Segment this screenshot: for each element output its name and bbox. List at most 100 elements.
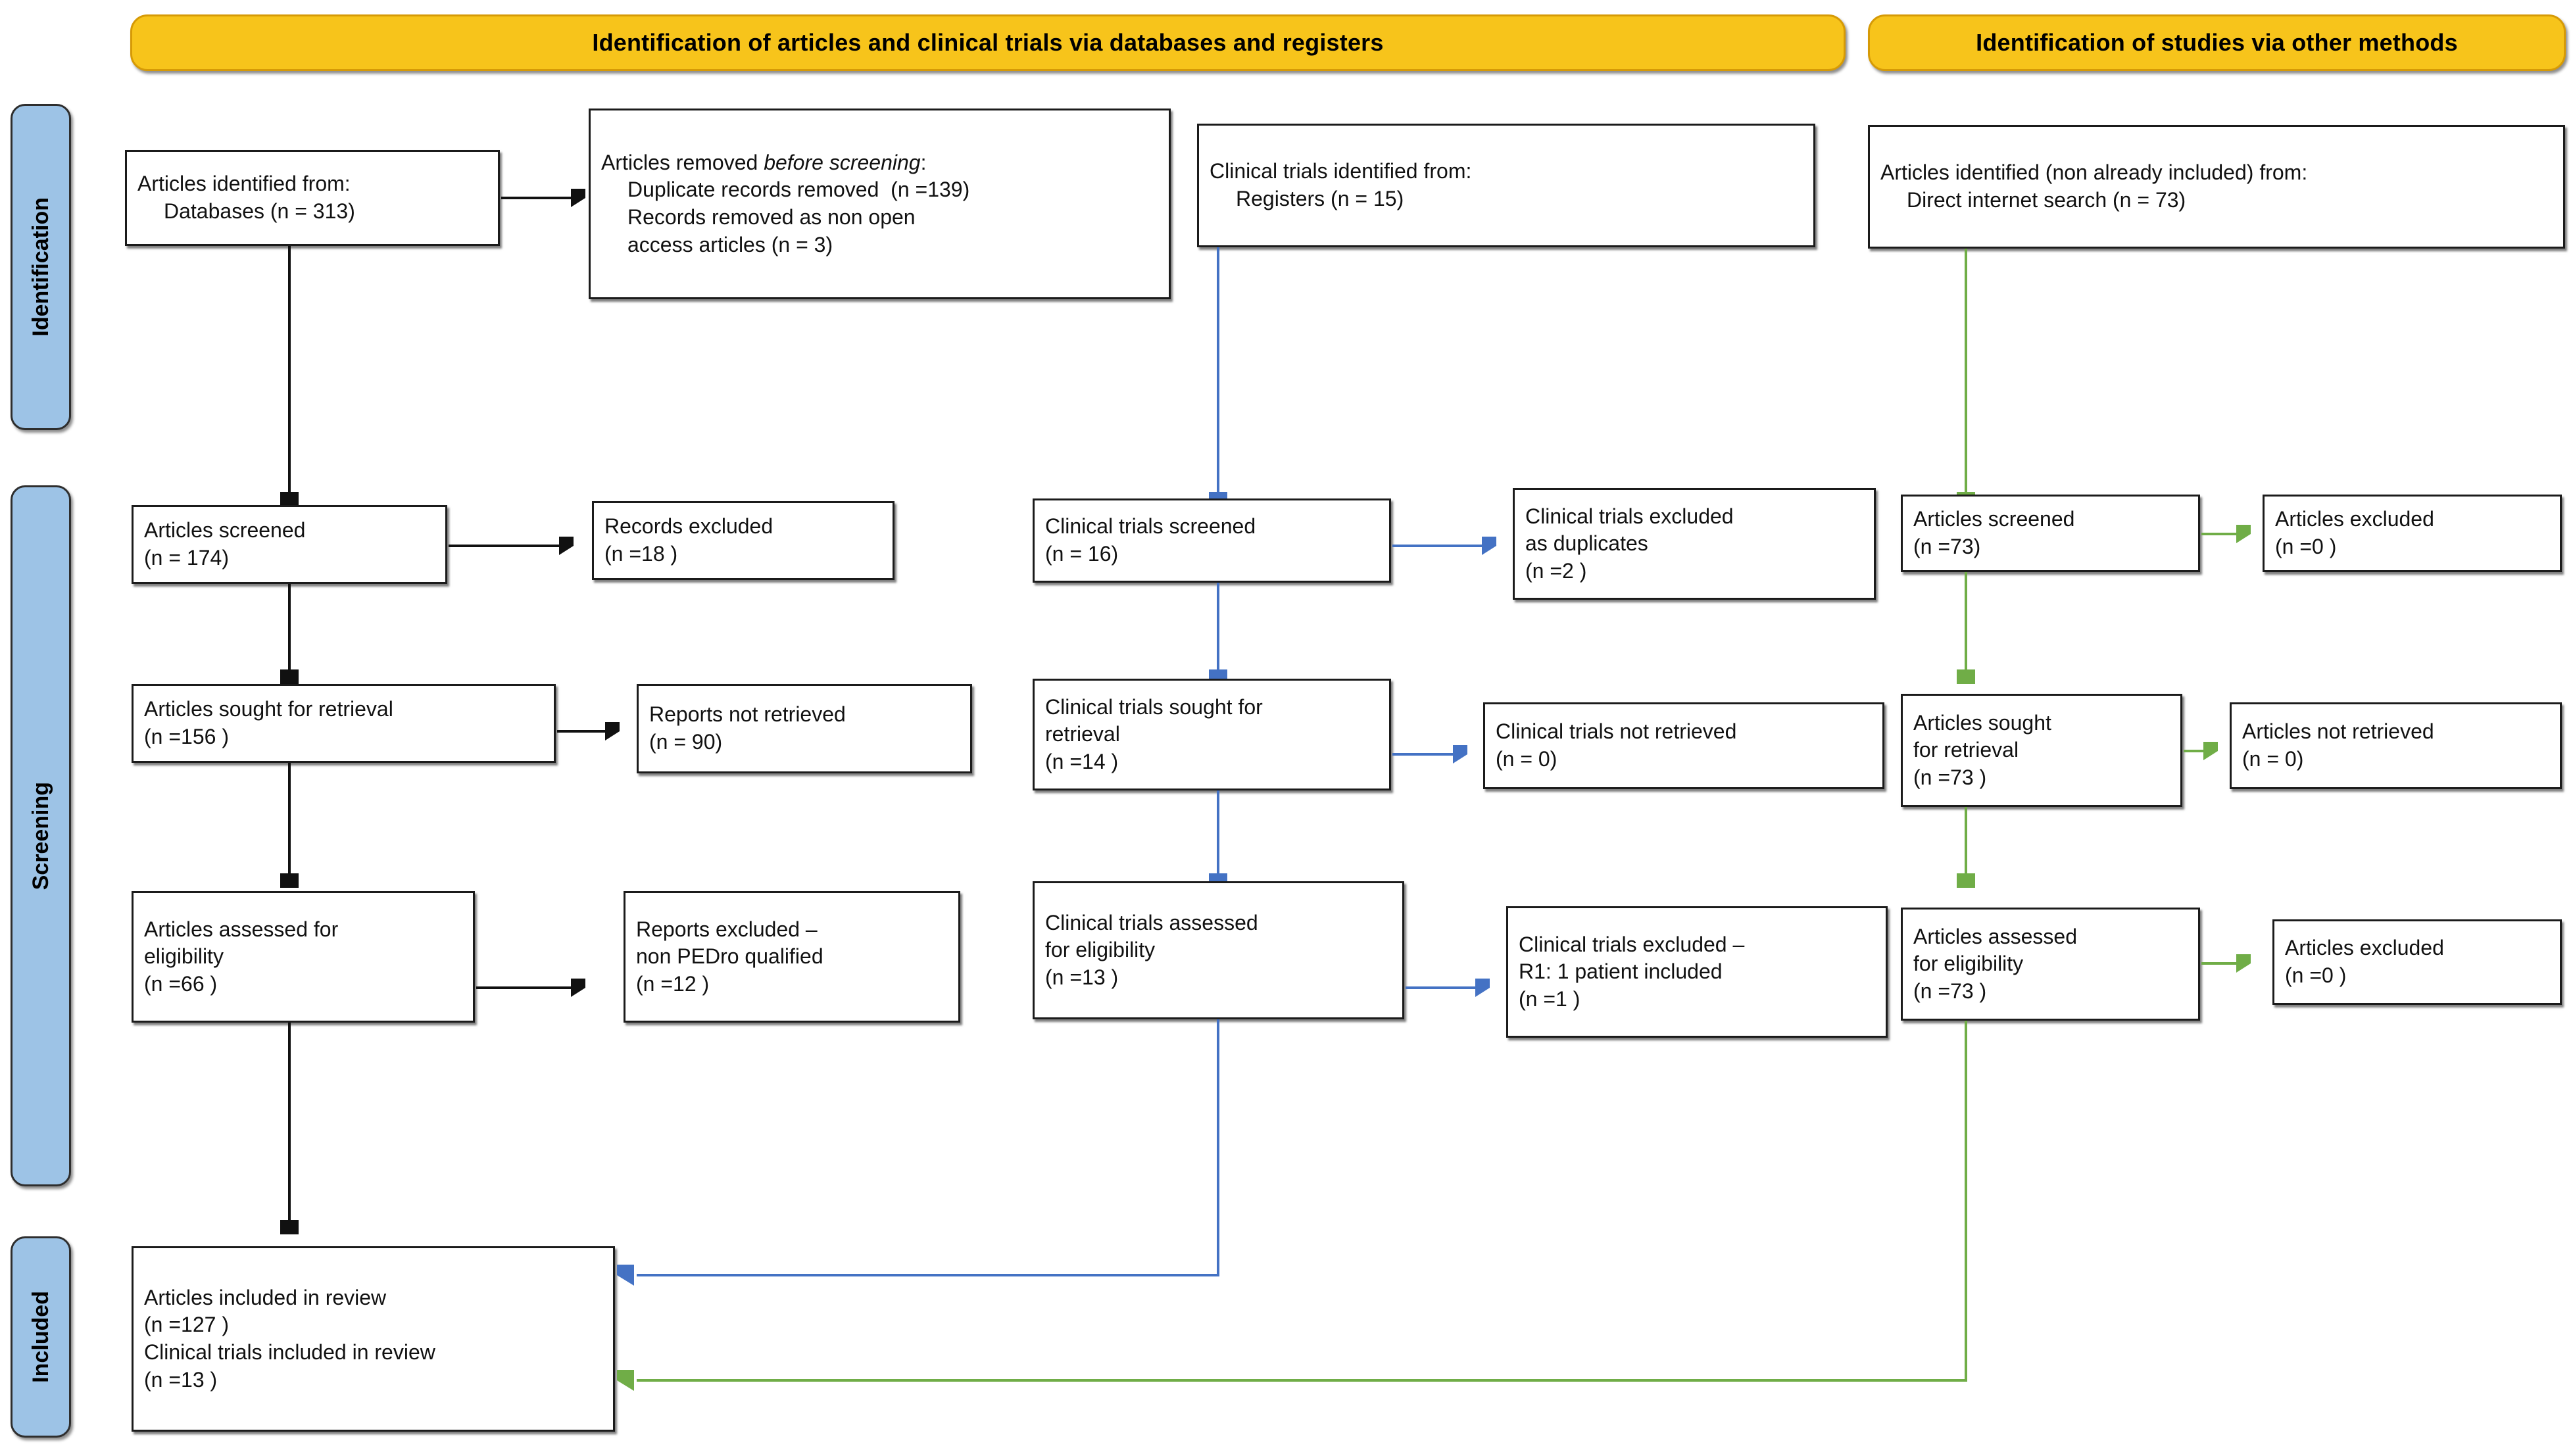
articles-screened-line1: Articles screened <box>144 518 306 543</box>
records-excluded-line1: Records excluded <box>604 514 773 539</box>
arrowhead-articles-assessed-to-included <box>280 1220 299 1234</box>
arrowhead-trials-to-included <box>617 1265 634 1286</box>
box-other-excluded: Articles excluded (n =0 ) <box>2263 495 2562 572</box>
connector-trials-sought-to-assessed <box>1217 790 1219 877</box>
articles-removed-line3: Records removed as non open <box>627 205 916 229</box>
trials-assessed-line1: Clinical trials assessed <box>1045 910 1258 934</box>
other-not-retrieved-line1: Articles not retrieved <box>2242 719 2434 744</box>
stage-label-included-text: Included <box>28 1291 53 1383</box>
connector-articles-screened-to-excluded <box>449 545 562 547</box>
connector-articles-assessed-to-included <box>288 1023 291 1224</box>
connector-other-screened-to-excluded <box>2201 533 2242 535</box>
box-articles-identified: Articles identified from: Databases (n =… <box>125 150 500 246</box>
box-trials-excluded-duplicates: Clinical trials excluded as duplicates (… <box>1513 488 1876 600</box>
trials-sought-line3: (n =14 ) <box>1045 749 1119 773</box>
reports-excluded-line1: Reports excluded – <box>636 917 818 941</box>
connector-identified-to-removed <box>501 197 574 199</box>
connector-articles-screened-to-sought <box>288 584 291 673</box>
trials-excluded-r1-line1: Clinical trials excluded – <box>1519 932 1745 956</box>
articles-removed-line2: Duplicate records removed (n =139) <box>627 178 970 202</box>
trials-screened-line1: Clinical trials screened <box>1045 514 1256 539</box>
connector-other-assessed-down <box>1965 1021 1967 1380</box>
box-reports-excluded: Reports excluded – non PEDro qualified (… <box>624 891 960 1023</box>
other-excluded-line1: Articles excluded <box>2275 507 2434 531</box>
connector-other-sought-to-not-retrieved <box>2184 750 2209 752</box>
trials-screened-line2: (n = 16) <box>1045 542 1119 566</box>
connector-trials-assessed-to-excluded <box>1406 986 1478 989</box>
arrowhead-identified-to-screened <box>280 492 299 506</box>
header-other-methods: Identification of studies via other meth… <box>1868 14 2566 71</box>
arrowhead-articles-sought-to-assessed <box>280 873 299 888</box>
included-line4: (n =13 ) <box>144 1367 218 1392</box>
articles-assessed-line2: eligibility <box>144 944 224 969</box>
reports-not-retrieved-line2: (n = 90) <box>649 730 723 754</box>
articles-sought-line2: (n =156 ) <box>144 725 229 748</box>
box-trials-not-retrieved: Clinical trials not retrieved (n = 0) <box>1483 702 1884 789</box>
trials-sought-line1: Clinical trials sought for <box>1045 694 1263 719</box>
box-trials-identified: Clinical trials identified from: Registe… <box>1197 124 1815 247</box>
included-line2: (n =127 ) <box>144 1313 229 1337</box>
other-excluded2-line2: (n =0 ) <box>2285 963 2347 987</box>
arrowhead-articles-assessed-to-excluded <box>571 979 585 997</box>
arrowhead-other-assessed-to-excluded <box>2236 954 2251 973</box>
trials-assessed-line3: (n =13 ) <box>1045 965 1119 989</box>
trials-assessed-line2: for eligibility <box>1045 938 1156 962</box>
box-other-excluded-2: Articles excluded (n =0 ) <box>2272 919 2562 1005</box>
arrowhead-articles-screened-to-sought <box>280 669 299 684</box>
trials-excluded-r1-line2: R1: 1 patient included <box>1519 959 1723 984</box>
arrowhead-trials-assessed-to-excluded <box>1475 979 1490 997</box>
box-articles-assessed: Articles assessed for eligibility (n =66… <box>132 891 475 1023</box>
arrowhead-trials-sought-to-not-retrieved <box>1453 745 1467 764</box>
arrowhead-articles-screened-to-excluded <box>559 537 574 555</box>
arrowhead-trials-screened-to-excluded <box>1482 537 1496 555</box>
reports-excluded-line3: (n =12 ) <box>636 971 710 996</box>
articles-removed-line4: access articles (n = 3) <box>627 232 833 256</box>
arrowhead-other-sought-to-not-retrieved <box>2203 742 2218 760</box>
stage-label-screening-text: Screening <box>28 781 53 890</box>
trials-not-retrieved-line1: Clinical trials not retrieved <box>1496 719 1737 744</box>
trials-identified-line1: Clinical trials identified from: <box>1210 159 1472 183</box>
connector-trials-assessed-left-to-included <box>637 1274 1219 1276</box>
connector-other-sought-to-assessed <box>1965 807 1967 877</box>
header-databases-registers: Identification of articles and clinical … <box>130 14 1846 71</box>
other-sought-line1: Articles sought <box>1913 710 2051 735</box>
articles-screened-line2: (n = 174) <box>144 546 229 570</box>
included-line3: Clinical trials included in review <box>144 1340 435 1364</box>
box-articles-removed-before-screening: Articles removed before screening: Dupli… <box>589 109 1171 299</box>
trials-excluded-dupes-line3: (n =2 ) <box>1525 558 1587 583</box>
connector-identified-to-screened <box>288 246 291 496</box>
connector-articles-assessed-to-excluded <box>476 986 574 989</box>
other-assessed-line3: (n =73 ) <box>1913 979 1987 1003</box>
other-assessed-line2: for eligibility <box>1913 952 2024 976</box>
other-screened-line1: Articles screened <box>1913 507 2075 531</box>
arrowhead-other-to-included <box>617 1370 634 1391</box>
connector-trials-assessed-down <box>1217 1019 1219 1275</box>
stage-label-identification-text: Identification <box>28 197 53 337</box>
connector-other-identified-to-screened <box>1965 249 1967 496</box>
box-trials-sought: Clinical trials sought for retrieval (n … <box>1033 679 1391 790</box>
articles-identified-line1: Articles identified from: <box>137 172 351 196</box>
trials-not-retrieved-line2: (n = 0) <box>1496 747 1557 771</box>
arrowhead-other-screened-to-excluded <box>2236 525 2251 543</box>
box-other-assessed: Articles assessed for eligibility (n =73… <box>1901 908 2200 1021</box>
records-excluded-line2: (n =18 ) <box>604 542 678 566</box>
other-sought-line3: (n =73 ) <box>1913 765 1987 789</box>
trials-excluded-r1-line3: (n =1 ) <box>1519 986 1581 1011</box>
articles-removed-line1: Articles removed before screening: <box>601 150 927 174</box>
box-articles-screened: Articles screened (n = 174) <box>132 505 447 584</box>
articles-identified-line2: Databases (n = 313) <box>164 199 355 223</box>
arrowhead-identified-to-removed <box>571 189 585 207</box>
box-trials-screened: Clinical trials screened (n = 16) <box>1033 498 1391 583</box>
included-line1: Articles included in review <box>144 1285 387 1309</box>
arrowhead-other-screened-to-sought <box>1957 669 1975 684</box>
trials-sought-line2: retrieval <box>1045 722 1120 746</box>
stage-label-included: Included <box>11 1236 71 1438</box>
other-identified-line2: Direct internet search (n = 73) <box>1907 188 2186 212</box>
box-trials-excluded-r1: Clinical trials excluded – R1: 1 patient… <box>1506 906 1888 1038</box>
other-sought-line2: for retrieval <box>1913 738 2019 762</box>
reports-excluded-line2: non PEDro qualified <box>636 944 823 969</box>
before-screening-emphasis: before screening <box>764 150 921 174</box>
box-other-sought: Articles sought for retrieval (n =73 ) <box>1901 694 2182 807</box>
other-screened-line2: (n =73) <box>1913 535 1981 558</box>
trials-excluded-dupes-line2: as duplicates <box>1525 531 1648 556</box>
